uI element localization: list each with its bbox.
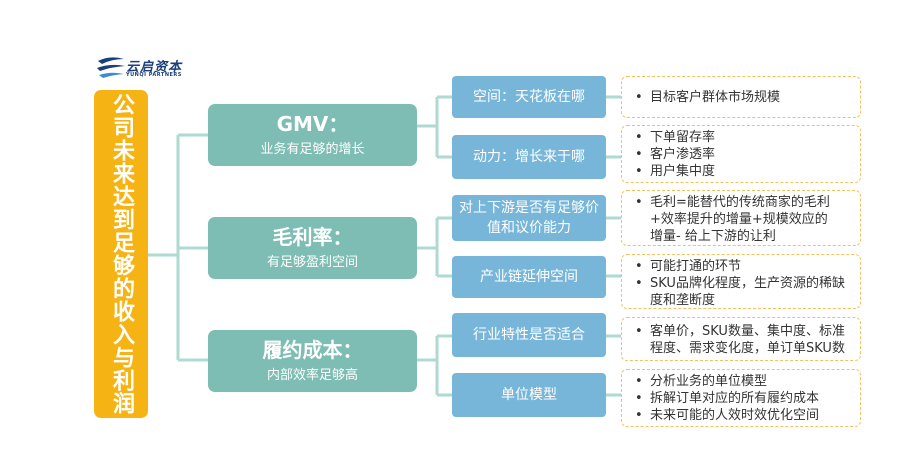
- node-space: 空间：天花板在哪: [452, 76, 606, 118]
- root-label: 公司未来达到足够的收入与利润: [109, 93, 134, 415]
- detail-unit-model: 分析业务的单位模型 拆解订单对应的所有履约成本 未来可能的人效时效优化空间: [621, 369, 861, 427]
- branch-gmv: GMV： 业务有足够的增长: [208, 104, 417, 166]
- node-value-bargaining: 对上下游是否有足够价值和议价能力: [452, 195, 606, 241]
- detail-value-bargaining: 毛利=能替代的传统商家的毛利 +效率提升的增量+规模效应的 增量- 给上下游的让…: [621, 190, 861, 246]
- yunqi-logo-icon: [97, 57, 125, 78]
- detail-chain-extension: 可能打通的环节 SKU品牌化程度，生产资源的稀缺 度和垄断度: [621, 254, 861, 309]
- detail-item: 拆解订单对应的所有履约成本: [622, 390, 860, 407]
- detail-item: 目标客户群体市场规模: [622, 89, 860, 106]
- detail-item: 毛利=能替代的传统商家的毛利: [622, 194, 860, 211]
- logo-name: 云启资本: [126, 60, 183, 75]
- node-chain-extension: 产业链延伸空间: [452, 256, 606, 298]
- branch-gross-margin: 毛利率： 有足够盈利空间: [208, 217, 417, 279]
- detail-item: 下单留存率: [622, 129, 860, 146]
- detail-space: 目标客户群体市场规模: [621, 76, 861, 118]
- detail-item: 用户集中度: [622, 163, 860, 180]
- connector-l3-l4: [606, 95, 621, 397]
- detail-item: 客户渗透率: [622, 146, 860, 163]
- connector-cost: [417, 334, 452, 397]
- connector-margin: [417, 216, 452, 278]
- detail-item-continued: 度和垄断度: [650, 293, 716, 308]
- branch-title: 履约成本：: [262, 337, 363, 362]
- detail-momentum: 下单留存率 客户渗透率 用户集中度: [621, 125, 861, 183]
- node-momentum: 动力：增长来于哪: [452, 135, 606, 179]
- node-unit-model: 单位模型: [452, 373, 606, 417]
- branch-title: GMV：: [276, 111, 349, 136]
- detail-item: SKU品牌化程度，生产资源的稀缺: [622, 275, 860, 292]
- connector-root-trunk: [148, 133, 208, 362]
- branch-subtitle: 内部效率足够高: [266, 367, 358, 383]
- detail-item: 可能打通的环节: [622, 258, 860, 275]
- root-node: 公司未来达到足够的收入与利润: [94, 90, 148, 418]
- branch-fulfillment-cost: 履约成本： 内部效率足够高: [208, 330, 417, 392]
- node-industry-fit: 行业特性是否适合: [452, 313, 606, 357]
- logo-subtitle: YUNQI PARTNERS: [126, 72, 182, 78]
- detail-item: 分析业务的单位模型: [622, 373, 860, 390]
- detail-industry-fit: 客单价，SKU数量、集中度、标准 程度、需求变化度，单订单SKU数: [621, 317, 861, 361]
- detail-item-continued: +效率提升的增量+规模效应的: [650, 212, 828, 227]
- branch-title: 毛利率：: [272, 224, 353, 249]
- detail-item: 未来可能的人效时效优化空间: [622, 407, 860, 424]
- connector-gmv: [417, 95, 452, 159]
- detail-item-continued: 增量- 给上下游的让利: [650, 229, 776, 244]
- detail-item: 客单价，SKU数量、集中度、标准: [622, 323, 860, 340]
- branch-subtitle: 有足够盈利空间: [266, 254, 358, 270]
- detail-item-continued: 程度、需求变化度，单订单SKU数: [650, 341, 845, 356]
- branch-subtitle: 业务有足够的增长: [260, 141, 365, 157]
